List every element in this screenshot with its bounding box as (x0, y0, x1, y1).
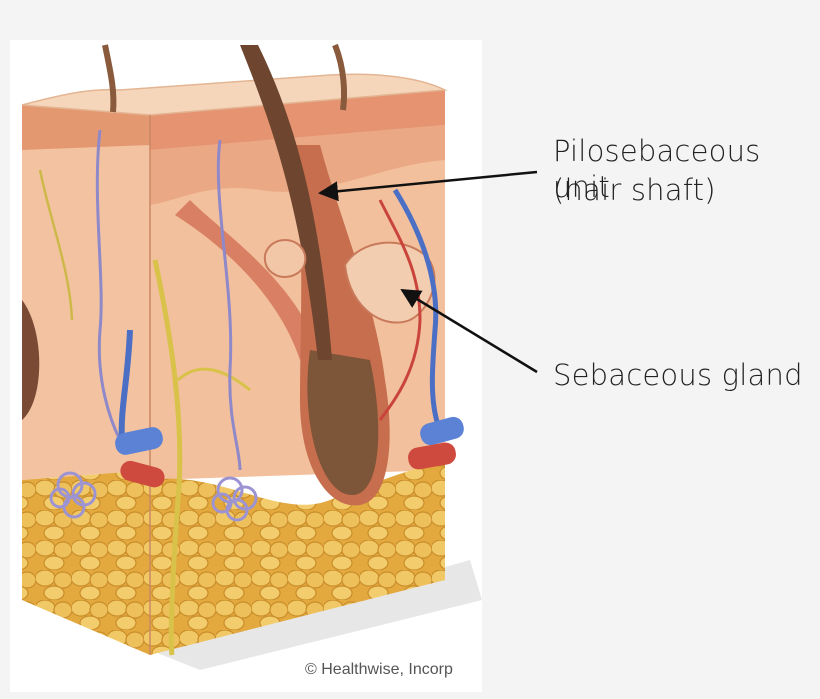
vein-right (392, 188, 441, 426)
hair-strand-left (102, 44, 117, 113)
pilosebaceous-arrow (318, 170, 538, 202)
sweat-duct (216, 139, 242, 471)
nerve-branch (176, 367, 251, 392)
pilosebaceous-label-line1: Pilosebaceous unit (553, 134, 761, 204)
pilosebaceous-label-line2: (hair shaft) (553, 173, 716, 207)
vessel-left-vein (115, 427, 163, 455)
copyright-credit: © Healthwise, Incorp (305, 661, 453, 678)
arrector-pili-muscle (175, 200, 310, 360)
hair-shaft (240, 45, 332, 360)
left-face-fat (22, 470, 150, 655)
right-face-epidermis (150, 90, 445, 150)
left-follicle (22, 300, 40, 420)
sebaceous-arrow (400, 288, 538, 374)
hair-bulb (307, 350, 379, 495)
left-face-dermis (22, 140, 150, 480)
right-face-fat (150, 460, 445, 655)
sweat-gland-coil-left (49, 471, 97, 519)
vein-left (95, 129, 122, 441)
vessel-cut-vein (420, 416, 464, 446)
vessel-cut-artery (408, 442, 456, 470)
sebaceous-gland-small (263, 239, 307, 278)
nerve-left (38, 169, 74, 321)
left-face-epidermis (22, 105, 150, 150)
hair-strand-right (332, 43, 348, 111)
artery-right (378, 199, 422, 421)
nerve-main (152, 259, 183, 656)
sweat-gland-coil (211, 476, 258, 522)
vessel-left-artery (120, 460, 165, 488)
top-surface (21, 73, 448, 116)
vein-left-2 (118, 329, 133, 441)
sebaceous-gland-label: Sebaceous gland (553, 358, 803, 392)
